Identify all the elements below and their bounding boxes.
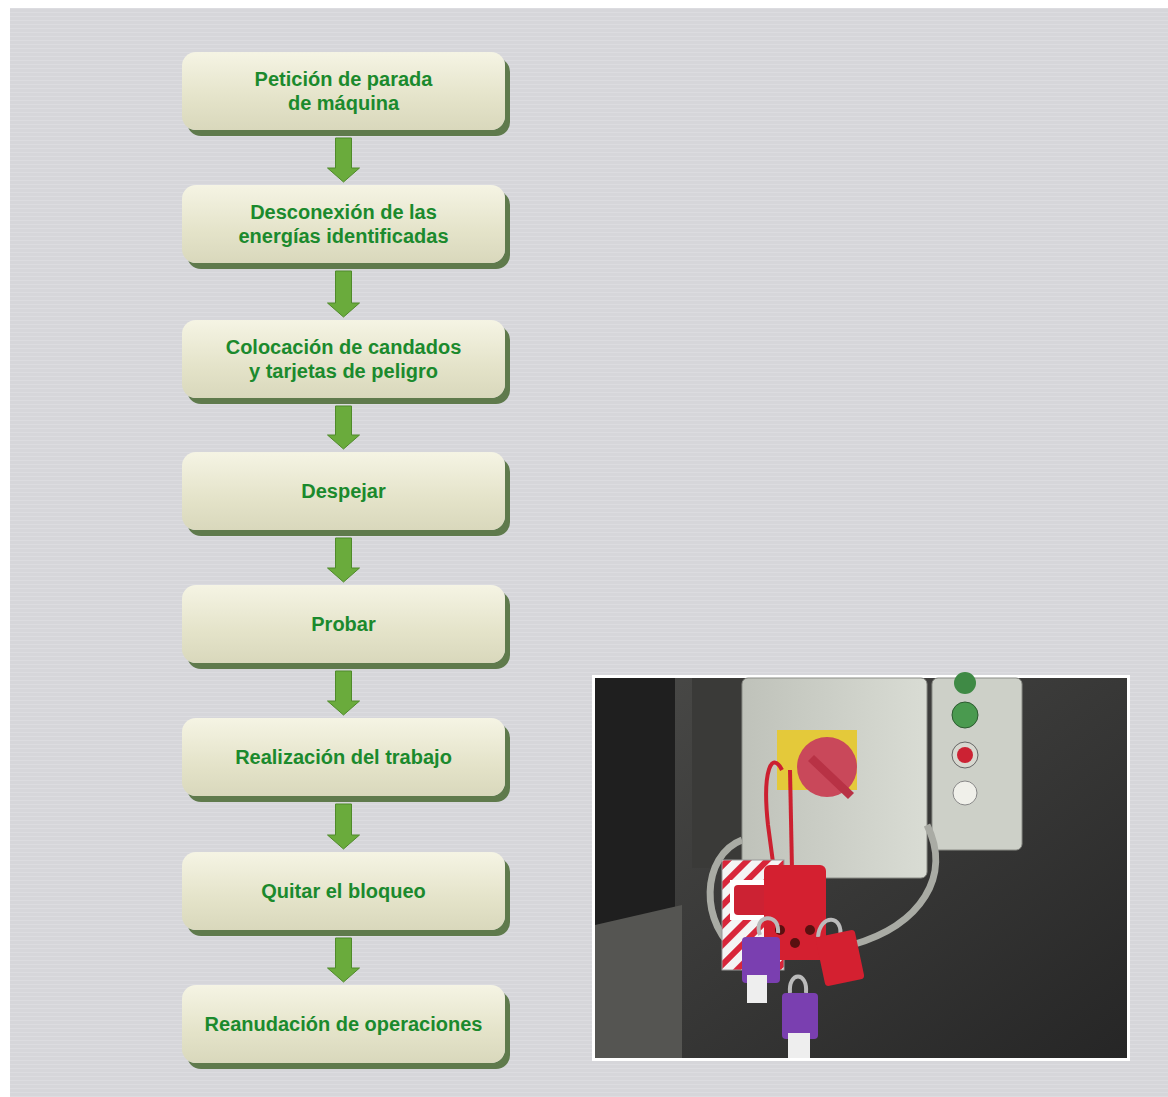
- process-box: Colocación de candados y tarjetas de pel…: [182, 320, 505, 398]
- photo-floor: [595, 905, 682, 1058]
- box-label: Realización del trabajo: [235, 745, 452, 769]
- box-label: Reanudación de operaciones: [205, 1012, 483, 1036]
- padlock-red: [815, 929, 865, 986]
- cable: [852, 825, 936, 945]
- box-label: Quitar el bloqueo: [261, 879, 425, 903]
- flow-arrow: [328, 538, 360, 582]
- process-box: Probar: [182, 585, 505, 663]
- process-box: Despejar: [182, 452, 505, 530]
- button-green: [954, 672, 976, 694]
- padlock-label: [788, 1033, 810, 1058]
- photo-frame: [592, 675, 1130, 1061]
- box-label: Petición de parada de máquina: [199, 67, 489, 116]
- button-panel: [932, 678, 1022, 850]
- process-box: Desconexión de las energías identificada…: [182, 185, 505, 263]
- process-box: Quitar el bloqueo: [182, 852, 505, 930]
- flow-arrow: [328, 406, 360, 449]
- flow-arrow: [328, 671, 360, 715]
- padlock-purple: [782, 993, 818, 1039]
- button-white: [953, 781, 977, 805]
- switch-housing: [742, 678, 927, 878]
- process-box: Petición de parada de máquina: [182, 52, 505, 130]
- photo-wall: [595, 678, 1127, 1058]
- hasp-hole: [790, 938, 800, 948]
- lockout-photo: [592, 672, 1130, 1061]
- process-box: Realización del trabajo: [182, 718, 505, 796]
- box-label: Desconexión de las energías identificada…: [199, 200, 489, 249]
- button-green: [952, 702, 978, 728]
- button-red-ring: [952, 742, 978, 768]
- process-box: Reanudación de operaciones: [182, 985, 505, 1063]
- flow-arrow: [328, 938, 360, 982]
- switch-handle: [808, 755, 854, 799]
- box-label: Colocación de candados y tarjetas de pel…: [199, 335, 489, 384]
- flow-arrow: [328, 271, 360, 317]
- box-label: Probar: [311, 612, 375, 636]
- flow-arrow: [328, 804, 360, 849]
- page-edge: [0, 0, 1168, 8]
- button-red: [957, 747, 973, 763]
- hasp-shackle: [766, 762, 782, 870]
- hasp-shackle: [790, 770, 792, 870]
- flow-arrow: [328, 138, 360, 182]
- hasp-hole: [805, 925, 815, 935]
- page-edge: [0, 0, 10, 1097]
- padlock-shackle: [759, 918, 779, 935]
- padlock-label: [747, 975, 767, 1003]
- box-label: Despejar: [301, 479, 386, 503]
- padlock-shackle: [790, 977, 806, 994]
